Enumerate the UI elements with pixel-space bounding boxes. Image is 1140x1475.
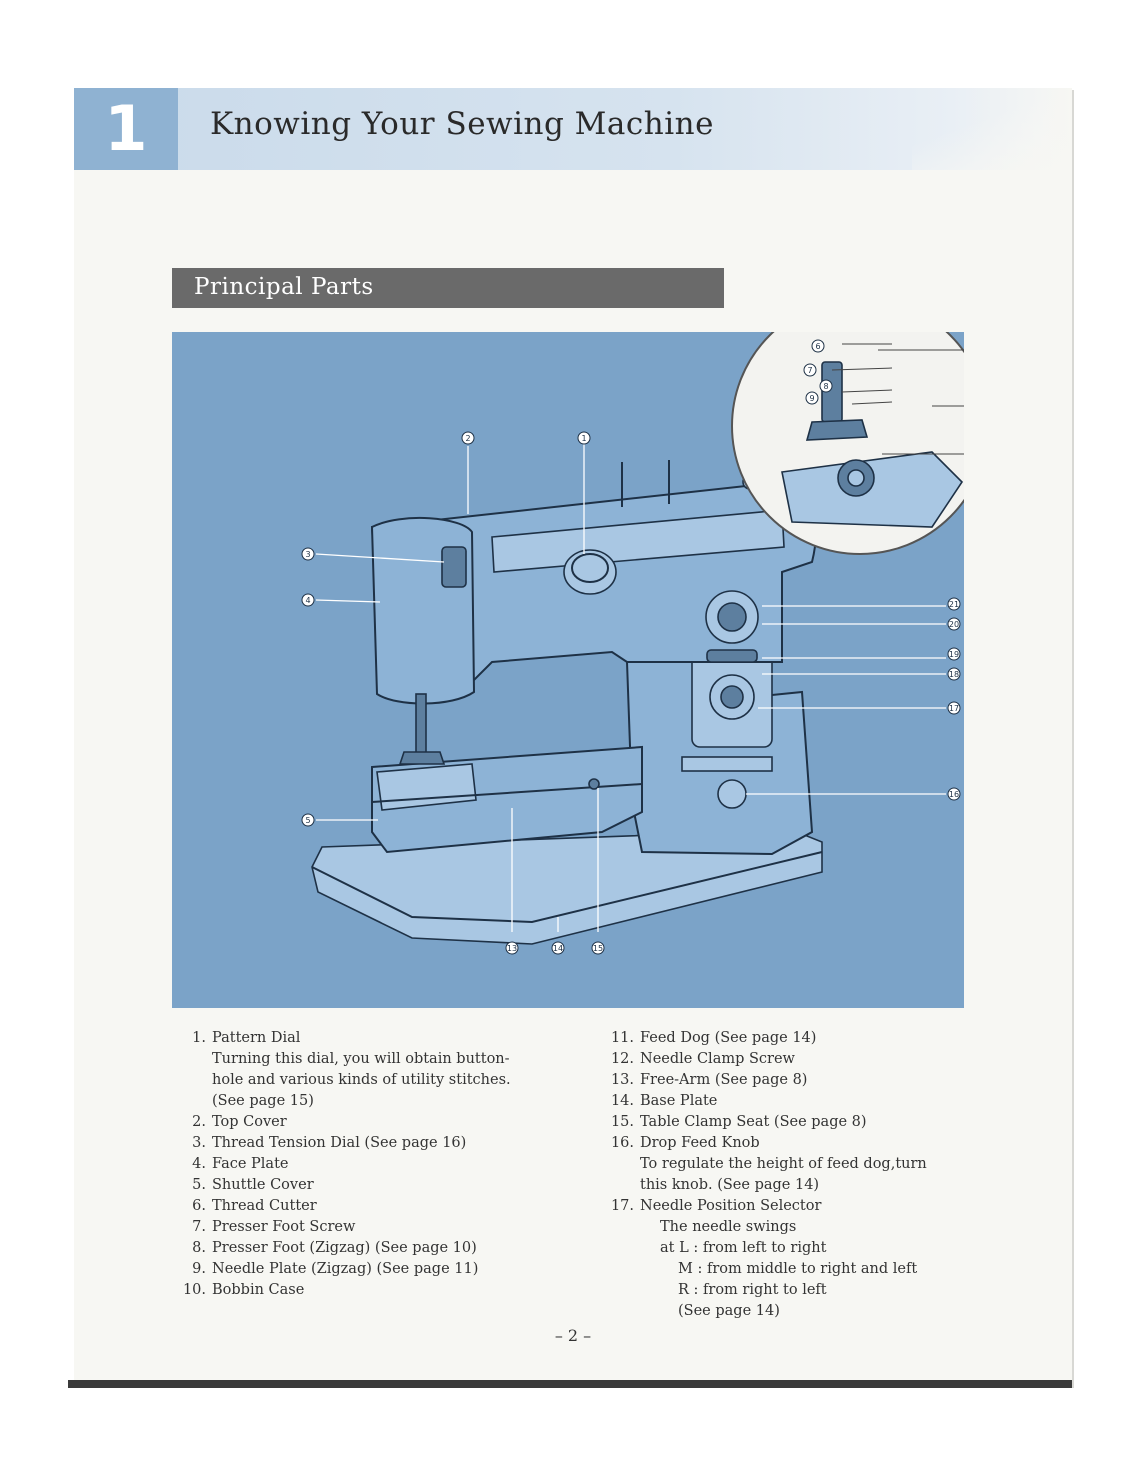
- needle-pos-middle: M : from middle to right and left: [678, 1261, 918, 1277]
- callout-18: 18: [947, 667, 961, 681]
- svg-text:19: 19: [949, 650, 959, 659]
- svg-text:17: 17: [949, 704, 959, 713]
- needle-position-selector: [706, 649, 758, 663]
- part-item-15: 15.Table Clamp Seat (See page 8): [610, 1114, 867, 1130]
- callout-4: 4: [301, 593, 315, 607]
- part-item-6: 6.Thread Cutter: [192, 1198, 317, 1214]
- part-item-9: 9.Needle Plate (Zigzag) (See page 11): [192, 1261, 479, 1277]
- part-item-1: 1.Pattern Dial: [192, 1030, 301, 1046]
- part-item-3: 3.Thread Tension Dial (See page 16): [192, 1135, 467, 1151]
- svg-text:20: 20: [949, 620, 959, 629]
- part-item-13: 13.Free-Arm (See page 8): [610, 1072, 808, 1088]
- callout-14: 14: [551, 941, 565, 955]
- chapter-title: Knowing Your Sewing Machine: [210, 106, 714, 142]
- callout-17: 17: [947, 701, 961, 715]
- pattern-dial-desc-2: hole and various kinds of utility stitch…: [212, 1072, 511, 1088]
- svg-text:4: 4: [305, 596, 310, 605]
- part-item-12: 12.Needle Clamp Screw: [610, 1051, 795, 1067]
- part-item-16: 16.Drop Feed Knob: [610, 1135, 760, 1151]
- drop-feed-desc-1: To regulate the height of feed dog,turn: [640, 1156, 927, 1172]
- svg-text:13: 13: [507, 944, 517, 953]
- manual-page: 1 Knowing Your Sewing Machine Principal …: [74, 88, 1072, 1386]
- svg-text:9: 9: [809, 394, 814, 403]
- pattern-dial-desc-1: Turning this dial, you will obtain butto…: [212, 1051, 510, 1067]
- callout-markers: 1 2 3 4 5 6 7 8 9 10 11 12 13 14 15 16 1…: [301, 339, 961, 955]
- svg-text:2: 2: [465, 434, 470, 443]
- callout-16: 16: [947, 787, 961, 801]
- section-title: Principal Parts: [194, 274, 374, 300]
- callout-8: 8: [819, 379, 833, 393]
- inset-needle-plate: [781, 451, 964, 528]
- svg-text:5: 5: [305, 816, 310, 825]
- part-item-4: 4.Face Plate: [192, 1156, 289, 1172]
- callout-7: 7: [803, 363, 817, 377]
- callout-20: 20: [947, 617, 961, 631]
- chapter-number-block: 1: [74, 88, 178, 170]
- callout-6: 6: [811, 339, 825, 353]
- face-plate: [370, 517, 476, 705]
- callout-15: 15: [591, 941, 605, 955]
- callout-21: 21: [947, 597, 961, 611]
- needle-plate: [376, 763, 477, 811]
- svg-text:8: 8: [823, 382, 828, 391]
- needle-pos-left: at L : from left to right: [660, 1240, 827, 1256]
- callout-13: 13: [505, 941, 519, 955]
- svg-text:18: 18: [949, 670, 959, 679]
- presser-foot: [398, 751, 446, 765]
- page-number: – 2 –: [554, 1326, 592, 1345]
- part-item-5: 5.Shuttle Cover: [192, 1177, 314, 1193]
- svg-text:14: 14: [553, 944, 563, 953]
- svg-text:1: 1: [581, 434, 586, 443]
- callout-1: 1: [577, 431, 591, 445]
- parts-list-right: 11.Feed Dog (See page 14) 12.Needle Clam…: [600, 1028, 1040, 1322]
- top-cover: [491, 509, 785, 573]
- svg-text:7: 7: [807, 366, 812, 375]
- callout-2: 2: [461, 431, 475, 445]
- chapter-number: 1: [104, 92, 148, 165]
- parts-list-left: 1.Pattern Dial Turning this dial, you wi…: [172, 1028, 602, 1301]
- table-clamp-seat: [588, 778, 600, 790]
- svg-text:6: 6: [815, 342, 820, 351]
- page-bottom-edge: [68, 1380, 1072, 1388]
- machine-drawing: .ol { fill:none; stroke:#1e3146; stroke-…: [301, 332, 964, 955]
- needle-pos-right: R : from right to left: [678, 1282, 827, 1298]
- svg-text:16: 16: [949, 790, 959, 799]
- header-fade: [912, 88, 1072, 170]
- part-item-14: 14.Base Plate: [610, 1093, 718, 1109]
- part-item-7: 7.Presser Foot Screw: [192, 1219, 356, 1235]
- part-item-10: 10.Bobbin Case: [182, 1282, 305, 1298]
- svg-text:21: 21: [949, 600, 959, 609]
- callout-5: 5: [301, 813, 315, 827]
- needle-pos-ref: (See page 14): [678, 1303, 780, 1319]
- drop-feed-desc-2: this knob. (See page 14): [640, 1177, 820, 1193]
- chapter-header-band: [74, 88, 1072, 170]
- needle-pos-intro: The needle swings: [660, 1219, 797, 1235]
- drop-feed-knob: [717, 779, 747, 809]
- pattern-dial-desc-3: (See page 15): [212, 1093, 314, 1109]
- callout-19: 19: [947, 647, 961, 661]
- part-item-11: 11.Feed Dog (See page 14): [610, 1030, 817, 1046]
- part-item-2: 2.Top Cover: [192, 1114, 287, 1130]
- part-item-8: 8.Presser Foot (Zigzag) (See page 10): [192, 1240, 477, 1256]
- callout-9: 9: [805, 391, 819, 405]
- svg-text:3: 3: [305, 550, 310, 559]
- pattern-dial: [563, 549, 617, 595]
- thread-tension-dial: [441, 546, 467, 588]
- svg-text:15: 15: [593, 944, 603, 953]
- part-item-17: 17.Needle Position Selector: [610, 1198, 822, 1214]
- section-header: Principal Parts: [172, 268, 724, 308]
- callout-3: 3: [301, 547, 315, 561]
- sewing-machine-illustration: .ol { fill:none; stroke:#1e3146; stroke-…: [172, 332, 964, 1008]
